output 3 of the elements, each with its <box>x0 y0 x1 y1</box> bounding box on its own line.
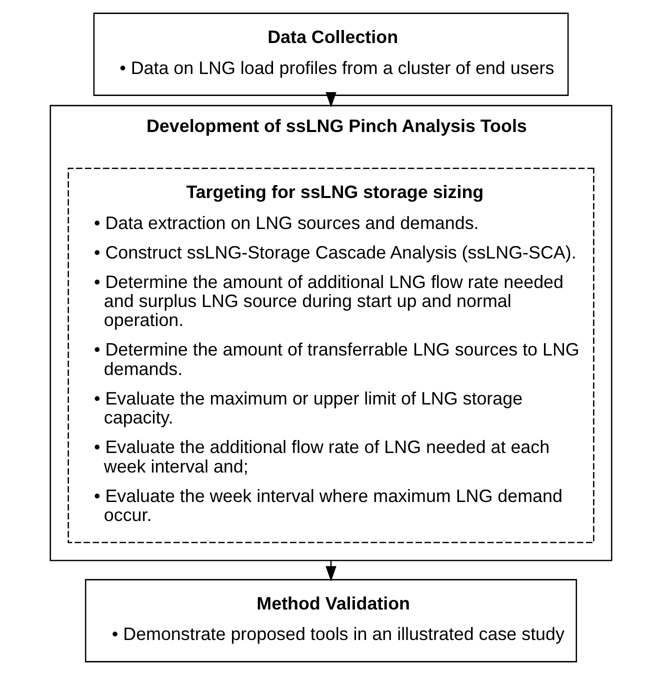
node-box: Targeting for ssLNG storage sizing • Data extraction on LNG sources and demands. • Construct ssLNG-Storage Cascade Analysis (ssLNG-SCA). • Determine the amount of additional LNG flow rate needed and surplus LNG source during start up and normal operation. • Determine the amount of transferrable LNG sources to LNG demands. • Evaluate the maximum or upper limit of LNG storage capacity. • Evaluate the additional flow rate of LNG needed at each week interval and; • Evaluate the week interval where maximum LNG demand occur. <box>68 168 594 544</box>
arrow <box>326 92 336 108</box>
node-box: Method Validation • Demonstrate proposed tools in an illustrated case study <box>84 579 578 662</box>
